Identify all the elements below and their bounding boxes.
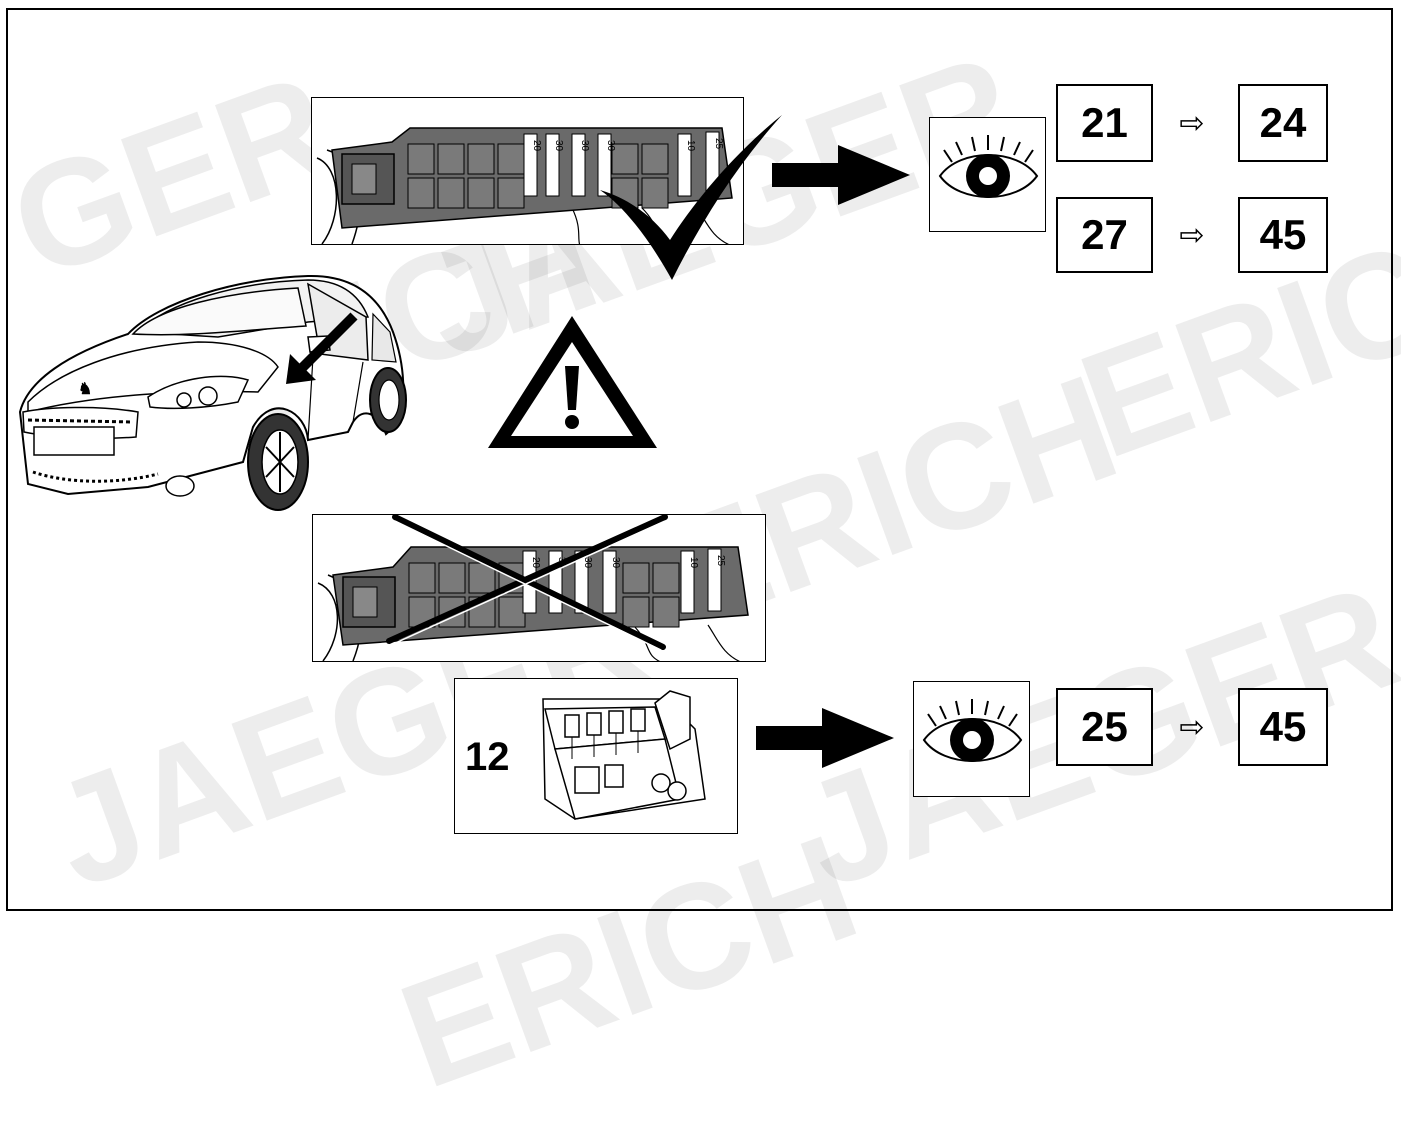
eye-icon-bottom [922, 699, 1023, 762]
fuse-label-5: 10 [685, 140, 696, 152]
eye-icon [938, 135, 1039, 198]
fuse-box-incorrect-panel: 20 30 30 30 10 25 [312, 514, 766, 662]
fuse-label-6: 25 [713, 138, 724, 150]
inspect-box-top [929, 117, 1046, 232]
fuse-label-b4: 30 [610, 557, 621, 569]
fuse-box-correct-drawing: 20 30 30 30 10 25 [316, 127, 733, 244]
inspect-box-bottom [913, 681, 1030, 797]
fuse-label-b6: 25 [715, 555, 726, 567]
warning-triangle-icon [488, 316, 657, 448]
fuse-label-b5: 10 [688, 557, 699, 569]
step-from-row-2: 27 [1056, 197, 1153, 273]
fuse-label-b3: 30 [582, 557, 593, 569]
right-arrow-outline-icon-row-2: ⇨ [1179, 219, 1205, 252]
right-arrow-outline-icon-row-1: ⇨ [1179, 107, 1205, 140]
checkmark-icon [600, 115, 782, 280]
arrow-right-icon-bottom [756, 708, 894, 768]
fuse-label-2: 30 [553, 140, 564, 152]
step-to-row-1: 24 [1238, 84, 1328, 162]
right-arrow-outline-icon-bottom: ⇨ [1179, 711, 1205, 744]
car-illustration: ♞ [18, 274, 407, 511]
fuse-label-1: 20 [531, 140, 542, 152]
step-from-bottom: 25 [1056, 688, 1153, 766]
svg-text:♞: ♞ [78, 381, 92, 398]
fuse-holder-drawing [542, 690, 706, 820]
fuse-label-3: 30 [579, 140, 590, 152]
fuse-label-b1: 20 [530, 557, 541, 569]
fuse-box-correct-panel: 20 30 30 30 10 25 [311, 97, 744, 245]
component-12-panel: 12 [454, 678, 738, 834]
fuse-label-4: 30 [605, 140, 616, 152]
step-to-bottom: 45 [1238, 688, 1328, 766]
component-number-label: 12 [465, 735, 510, 779]
step-to-row-2: 45 [1238, 197, 1328, 273]
step-from-row-1: 21 [1056, 84, 1153, 162]
fuse-box-incorrect-drawing: 20 30 30 30 10 25 [317, 515, 749, 661]
arrow-right-icon-top [772, 145, 910, 205]
